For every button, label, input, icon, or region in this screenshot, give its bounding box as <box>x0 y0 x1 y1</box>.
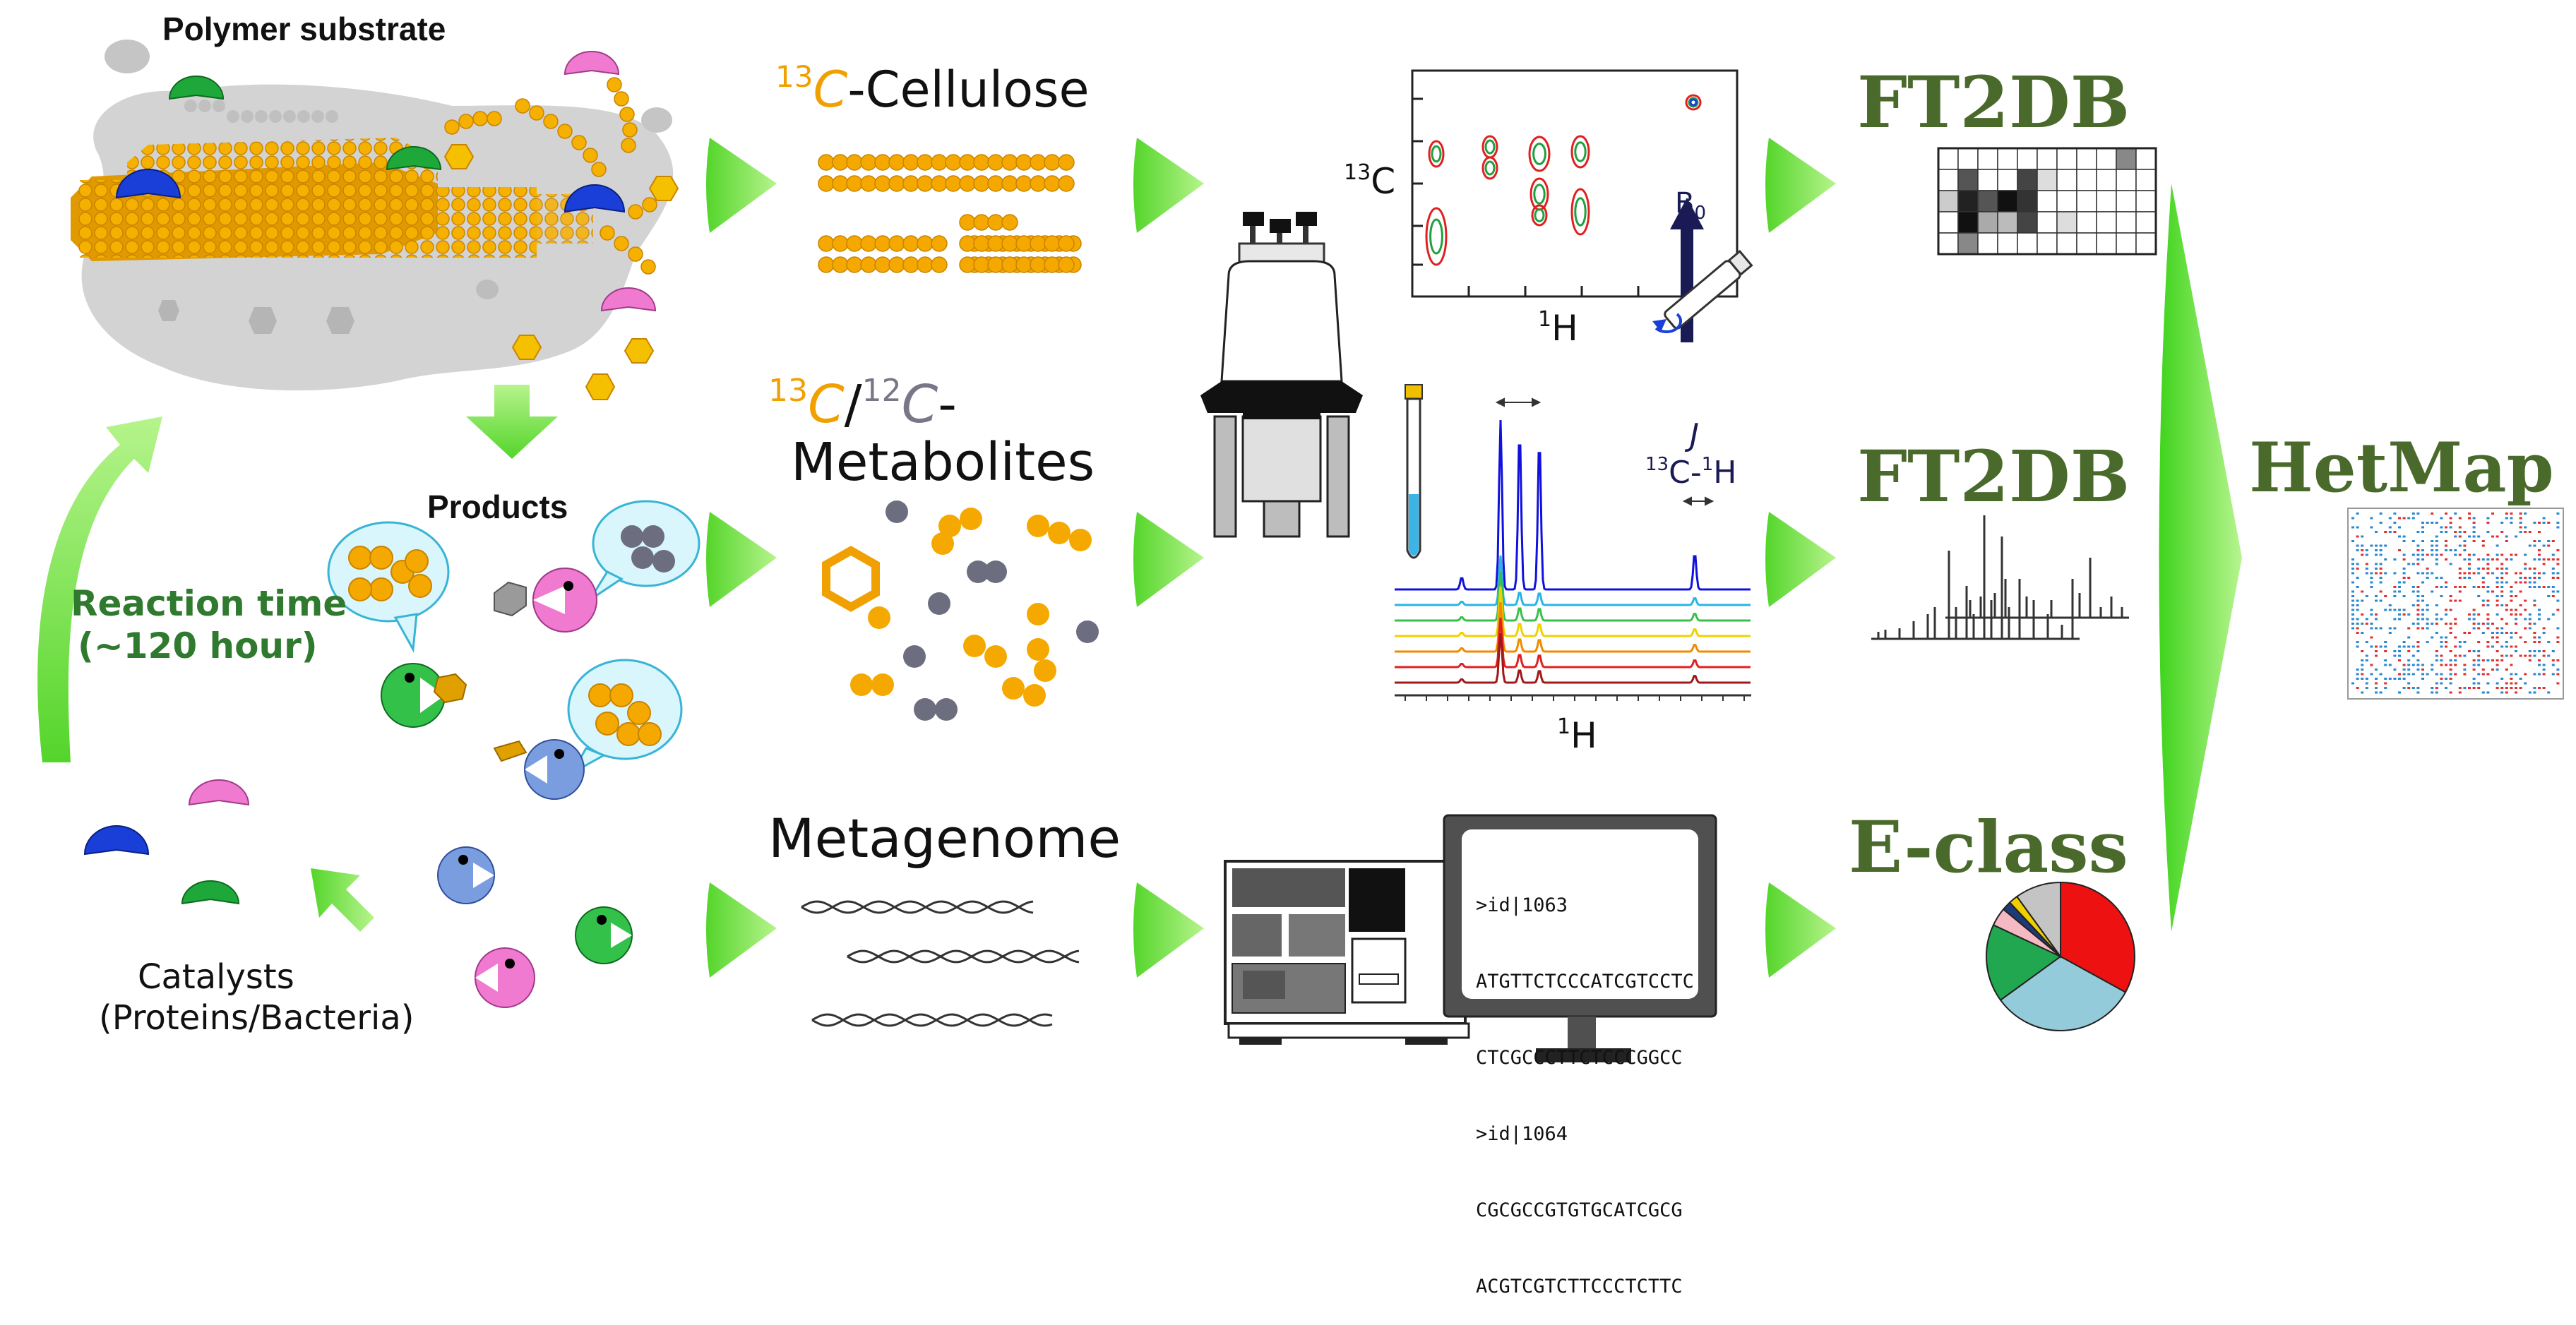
cellulose-name: -Cellulose <box>847 61 1090 119</box>
arrows-col2 <box>1133 138 1204 978</box>
cellulose-title: 13C-Cellulose <box>775 59 1090 115</box>
jcoupling-label: 13C-1H <box>1645 455 1736 488</box>
arrows-col3 <box>1765 138 1836 978</box>
ft2db-bars <box>1871 515 2129 640</box>
cellulose-chains <box>818 154 1082 273</box>
metab-13-sup: 13 <box>768 373 808 409</box>
jc-mid: C- <box>1669 455 1702 491</box>
seq-line: >id|1063 <box>1476 894 1568 916</box>
catalysts-label: Catalysts <box>138 957 294 997</box>
metabolites-title-line1: 13C/12C- <box>768 376 957 431</box>
cellulose-isotope-c: C <box>813 61 848 119</box>
eclass-pie-chart <box>1986 881 2135 1031</box>
reaction-time-label: Reaction time <box>71 583 347 624</box>
metab-12c: C <box>901 374 938 435</box>
reaction-time-arrow <box>37 416 162 762</box>
b0-sub: 0 <box>1694 203 1706 224</box>
hetmap-matrix <box>2347 508 2564 700</box>
hetmap-title: HetMap <box>2249 428 2554 508</box>
metab-slash: / <box>844 374 862 435</box>
s1d-x-text: H <box>1570 715 1597 756</box>
pie-slice-gray <box>2015 881 2061 959</box>
pie-slice-green <box>1986 923 2062 1002</box>
metab-13c: C <box>808 374 845 435</box>
seq-line: ACGTCGTCTTCCCTCTTC <box>1476 1276 1683 1297</box>
reaction-time-duration: (~120 hour) <box>78 625 318 666</box>
jc-end: H <box>1713 455 1737 491</box>
s1d-x-sup: 1 <box>1557 714 1571 739</box>
ft2db-title-top: FT2DB <box>1857 61 2130 144</box>
pie-slice-red <box>2060 881 2135 993</box>
jc-sup2: 1 <box>1701 454 1714 475</box>
products-illustration <box>327 500 700 800</box>
metab-12-sup: 12 <box>861 373 902 409</box>
b0-text: B <box>1675 187 1695 220</box>
nmr-spectrometer <box>1200 212 1363 538</box>
hsqc-spectrum <box>1411 69 1753 342</box>
polymer-substrate-illustration <box>71 40 679 400</box>
seq-line: CGCGCCGTGTGCATCGCG <box>1476 1199 1683 1221</box>
eclass-title: E-class <box>1849 805 2128 889</box>
cellulose-isotope-number: 13 <box>775 59 813 94</box>
convergent-arrow <box>2159 184 2242 932</box>
metabolites-title-line2: Metabolites <box>791 432 1095 493</box>
seq-line: >id|1064 <box>1476 1123 1568 1145</box>
diagram-graphics <box>37 40 2564 1062</box>
hsqc-x-axis-label: 1H <box>1538 307 1578 349</box>
hsqc-y-axis-label: 13C <box>1344 160 1396 202</box>
j-label: J <box>1690 417 1699 453</box>
workflow-diagram: Polymer substrate Products Reaction time… <box>37 11 2564 1297</box>
jc-sup1: 13 <box>1645 454 1669 475</box>
ft2db-title-mid: FT2DB <box>1857 435 2130 518</box>
pie-slice-light-blue <box>1999 955 2127 1031</box>
products-label: Products <box>427 488 568 525</box>
hsqc-y-sup: 13 <box>1344 160 1371 185</box>
ft2db-matrix <box>1937 147 2157 256</box>
arrows-col1 <box>706 138 777 978</box>
metab-dash: - <box>938 374 957 435</box>
down-arrow <box>466 385 558 459</box>
hsqc-x-text: H <box>1551 308 1578 349</box>
spectrum-1d-x-label: 1H <box>1557 714 1597 756</box>
hsqc-y-text: C <box>1371 161 1396 202</box>
dna-strands <box>801 900 1080 1027</box>
catalysts-illustration <box>83 779 633 1008</box>
catalysts-detail: (Proteins/Bacteria) <box>99 998 415 1038</box>
seq-line: CTCGCCCTTCTCCCGGCC <box>1476 1047 1683 1069</box>
hsqc-x-sup: 1 <box>1538 307 1552 332</box>
stacked-1d-spectra <box>1395 384 1751 701</box>
metagenome-title: Metagenome <box>768 807 1121 870</box>
metabolites-illustration <box>822 500 1099 721</box>
b0-label: B0 <box>1675 189 1706 222</box>
sequencer-and-monitor <box>1224 814 1717 1062</box>
seq-line: ATGTTCTCCCATCGTCCTC <box>1476 971 1694 993</box>
sequence-text: >id|1063 ATGTTCTCCCATCGTCCTC CTCGCCCTTCT… <box>1476 842 1694 1325</box>
polymer-substrate-label: Polymer substrate <box>162 11 446 47</box>
